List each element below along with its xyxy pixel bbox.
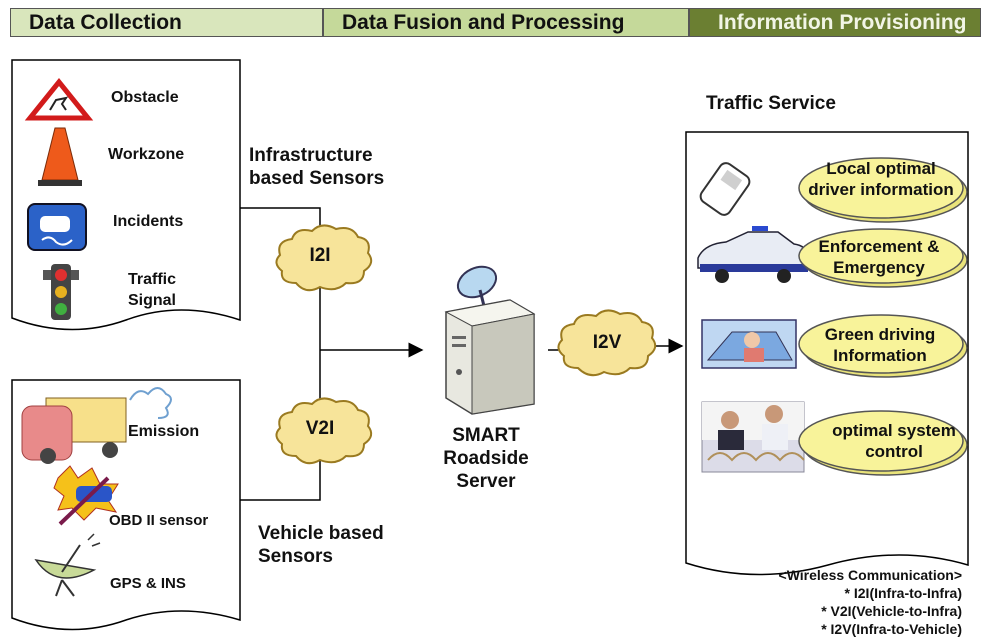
obstacle-icon bbox=[24, 78, 94, 121]
i2v-cloud-label: I2V bbox=[592, 332, 622, 353]
traffic-signal-line-1: Traffic bbox=[127, 271, 176, 288]
traffic-light-icon bbox=[43, 264, 79, 320]
obd-sensor-icon bbox=[53, 465, 119, 526]
oval-local-optimal bbox=[798, 157, 968, 223]
header-data-fusion: Data Fusion and Processing bbox=[323, 8, 689, 37]
vehicle-line-2: Sensors bbox=[258, 546, 333, 567]
oval-system-control bbox=[798, 410, 968, 476]
traffic-service-title: Traffic Service bbox=[706, 93, 836, 114]
incidents-label: Incidents bbox=[113, 213, 184, 230]
police-car-icon bbox=[697, 226, 809, 283]
header-data-collection: Data Collection bbox=[10, 8, 323, 37]
traffic-signal-label: Traffic Signal bbox=[112, 269, 192, 311]
v2i-cloud-shape bbox=[275, 397, 373, 465]
service-local-optimal: Local optimal driver information bbox=[808, 159, 954, 199]
legend-i2v: * I2V(Infra-to-Vehicle) bbox=[821, 621, 962, 637]
vehicle-line-1: Vehicle based bbox=[258, 523, 384, 544]
gps-dish-icon bbox=[34, 533, 101, 597]
green-driver-icon bbox=[701, 319, 797, 369]
traffic-signal-line-2: Signal bbox=[127, 292, 176, 309]
infrastructure-sensors-label: Infrastructure based Sensors bbox=[249, 144, 384, 190]
workzone-label: Workzone bbox=[108, 146, 185, 163]
service-green-driving: Green driving Information bbox=[824, 325, 936, 365]
gps-label: GPS & INS bbox=[110, 575, 186, 592]
emission-truck-icon bbox=[21, 387, 172, 464]
traffic-cone-icon bbox=[38, 127, 82, 186]
system-control-photo-icon bbox=[701, 401, 805, 473]
legend-i2i: * I2I(Infra-to-Infra) bbox=[844, 585, 962, 601]
legend-v2i: * V2I(Vehicle-to-Infra) bbox=[821, 603, 962, 619]
i2v-cloud-shape bbox=[557, 309, 657, 377]
sensor-bracket-line bbox=[240, 207, 321, 501]
infrastructure-sensor-document bbox=[11, 59, 241, 331]
i2i-cloud-shape bbox=[275, 224, 373, 292]
obstacle-label: Obstacle bbox=[111, 89, 179, 106]
server-label: SMART Roadside Server bbox=[430, 424, 542, 493]
server-line-1: SMART bbox=[452, 425, 520, 446]
service-enforcement: Enforcement & Emergency bbox=[818, 237, 940, 277]
infrastructure-line-1: Infrastructure bbox=[249, 145, 373, 166]
header-information-provisioning: Information Provisioning bbox=[689, 8, 981, 37]
oval-green-driving bbox=[798, 314, 968, 378]
legend-title: <Wireless Communication> bbox=[778, 567, 962, 583]
v2i-cloud-label: V2I bbox=[305, 418, 335, 439]
infrastructure-line-2: based Sensors bbox=[249, 168, 385, 189]
emission-label: Emission bbox=[128, 423, 200, 440]
server-line-2: Roadside bbox=[443, 448, 529, 469]
wireless-legend: <Wireless Communication> * I2I(Infra-to-… bbox=[700, 566, 962, 638]
server-icon bbox=[444, 265, 536, 415]
vehicle-sensors-label: Vehicle based Sensors bbox=[258, 522, 384, 568]
i2i-cloud-label: I2I bbox=[309, 245, 331, 266]
obd-label: OBD II sensor bbox=[109, 512, 209, 529]
incident-icon bbox=[27, 203, 87, 251]
service-system-control: optimal system control bbox=[832, 421, 956, 461]
server-line-3: Server bbox=[456, 471, 516, 492]
oval-enforcement bbox=[798, 228, 968, 288]
mobile-phone-icon bbox=[699, 162, 751, 216]
